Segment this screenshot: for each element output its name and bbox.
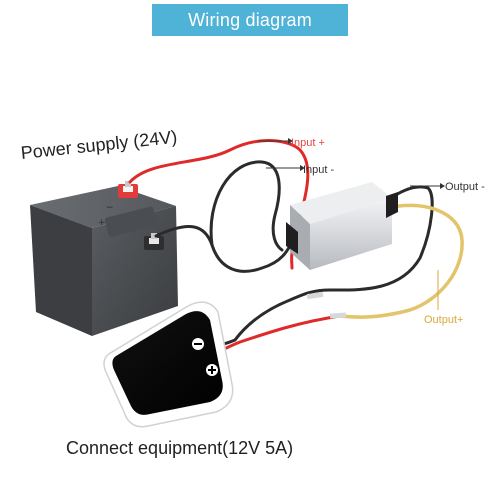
splice-yellow [329,312,347,319]
wire-output-minus [233,185,434,342]
battery-minus-mark: − [106,203,114,213]
device-face [112,311,223,415]
converter-front [310,198,392,270]
converter-module [286,182,398,270]
converter-input-gland [286,222,298,254]
battery-plus-mark: + [98,218,106,228]
label-equipment: Connect equipment(12V 5A) [66,438,294,458]
label-input-minus: Input - [303,164,335,176]
equipment-device [103,301,234,428]
battery: − + [30,181,178,336]
splice-black [306,291,324,300]
battery-top-recess [104,206,158,237]
label-output-plus: Output+ [424,314,464,326]
wire-output-plus [338,203,464,319]
converter-top [290,182,392,224]
wire-input-minus [154,225,294,273]
label-arrows [258,138,445,310]
diagram-title: Wiring diagram [152,4,348,36]
battery-negative-terminal [144,233,164,250]
label-input-plus: Input + [291,137,325,149]
battery-positive-terminal [118,181,138,198]
wire-input-minus-loop [209,160,284,252]
wire-device-red [212,314,342,356]
battery-side [30,205,92,336]
converter-side [290,205,310,270]
converter-output-gland [386,192,398,218]
battery-top [30,186,176,228]
label-output-minus: Output - [445,181,485,193]
